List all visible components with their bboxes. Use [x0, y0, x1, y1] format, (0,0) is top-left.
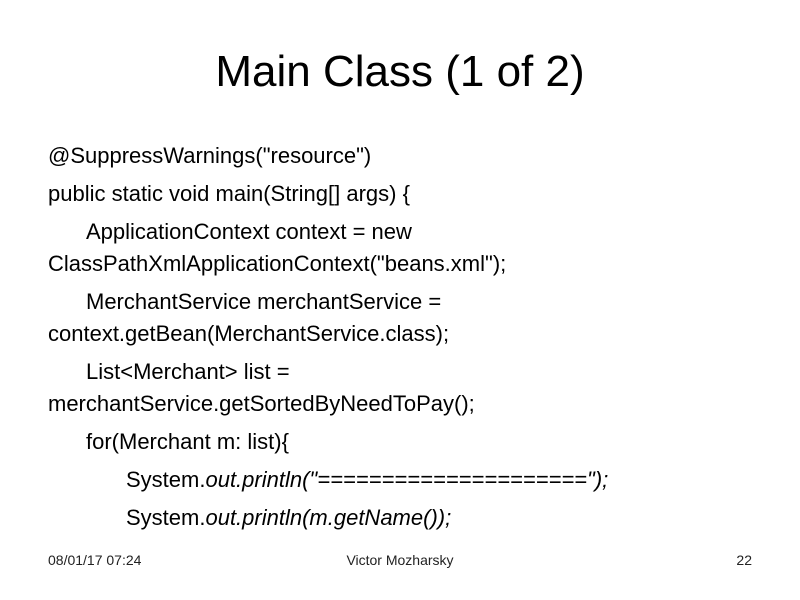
footer-date: 08/01/17 07:24 [48, 552, 142, 568]
slide-title: Main Class (1 of 2) [215, 47, 585, 96]
code-line-list-init: merchantService.getSortedByNeedToPay(); [48, 391, 475, 416]
code-token-println-separator: out.println("====================="); [205, 467, 609, 492]
code-line-context-decl: ApplicationContext context = new [86, 219, 412, 244]
code-line-service-init: context.getBean(MerchantService.class); [48, 321, 450, 346]
code-block: @SuppressWarnings("resource") public sta… [48, 140, 768, 534]
code-line-for-loop: for(Merchant m: list){ [86, 429, 289, 454]
code-line-context-init: ClassPathXmlApplicationContext("beans.xm… [48, 251, 507, 276]
code-line-main-signature: public static void main(String[] args) { [48, 181, 410, 206]
code-line-print-separator: System.out.println("====================… [126, 464, 768, 496]
code-line-service-decl: MerchantService merchantService = [86, 289, 442, 314]
footer-author: Victor Mozharsky [346, 552, 454, 568]
code-token-system: System. [126, 467, 206, 492]
code-line-list-decl: List<Merchant> list = [86, 359, 290, 384]
code-line-print-name: System.out.println(m.getName()); [126, 502, 768, 534]
code-token-system: System. [126, 505, 206, 530]
footer-page-number: 22 [736, 552, 752, 568]
code-token-println-name: out.println(m.getName()); [205, 505, 452, 530]
code-line-annotation: @SuppressWarnings("resource") [48, 143, 372, 168]
